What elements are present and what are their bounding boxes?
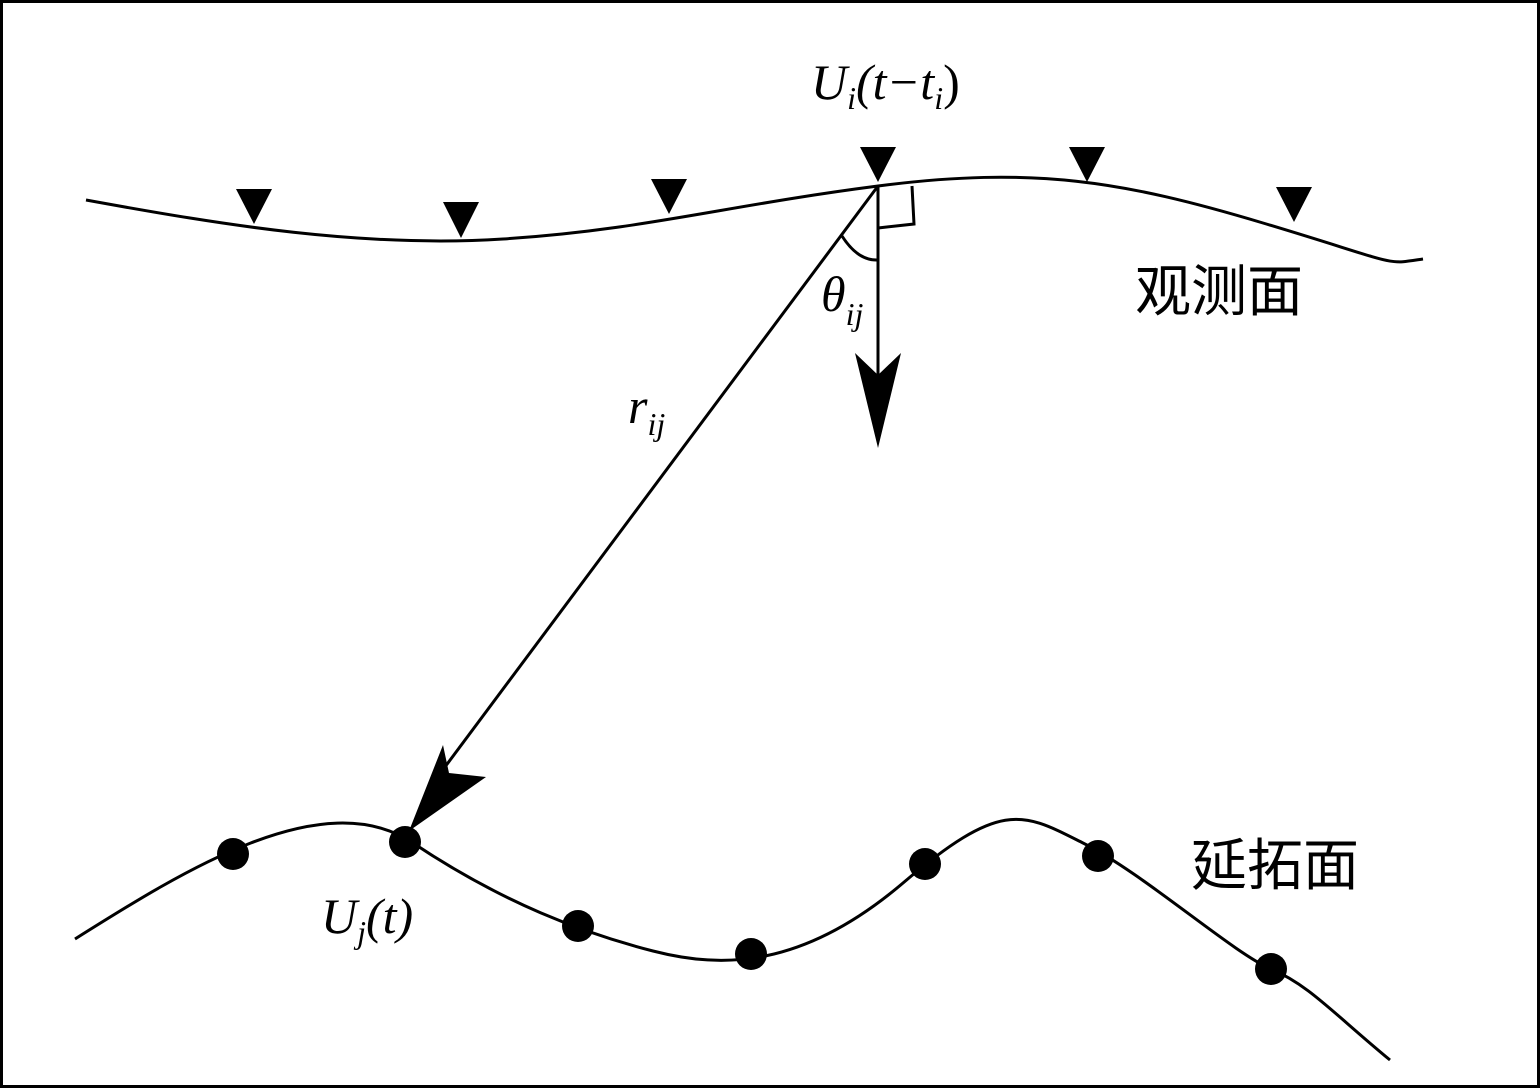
- diagram-canvas: Ui(t−ti) θij rij Uj(t) 观测面 延拓面: [74, 54, 1424, 1062]
- continuation-point-icon: [1255, 953, 1287, 985]
- distance-label: rij: [628, 378, 665, 442]
- observation-receivers: [236, 147, 1312, 238]
- angle-sub: ij: [846, 296, 864, 332]
- distance-ray: [431, 185, 880, 784]
- source-field-arg-open: (t−t: [856, 54, 935, 110]
- receiver-triangle-icon: [860, 147, 896, 182]
- observation-surface-curve: [85, 175, 1424, 264]
- source-field-label: Ui(t−ti): [811, 54, 960, 116]
- continuation-point-icon: [1082, 840, 1114, 872]
- continuation-point-icon: [735, 938, 767, 970]
- angle-arc: [840, 235, 879, 262]
- target-field-sub: j: [353, 914, 366, 950]
- continuation-point-icon: [909, 848, 941, 880]
- source-field-sub: i: [847, 80, 856, 116]
- continuation-point-icon: [562, 910, 594, 942]
- target-field-label: Uj(t): [321, 888, 413, 950]
- receiver-triangle-icon: [236, 189, 272, 224]
- source-field-main: U: [811, 54, 850, 110]
- source-field-arg-close: ): [943, 54, 960, 110]
- continuation-point-icon: [217, 838, 249, 870]
- distance-main: r: [628, 378, 648, 434]
- receiver-triangle-icon: [1276, 187, 1312, 222]
- normal-arrowhead-icon: [855, 353, 901, 448]
- right-angle-marker: [877, 185, 916, 230]
- continuation-surface-curve: [74, 817, 1391, 1062]
- receiver-triangle-icon: [1069, 147, 1105, 182]
- continuation-surface-label: 延拓面: [1191, 834, 1359, 899]
- target-field-main: U: [321, 888, 360, 944]
- angle-main: θ: [821, 266, 846, 322]
- continuation-point-icon: [389, 826, 421, 858]
- distance-arrowhead-icon: [409, 745, 486, 831]
- source-field-arg-sub: i: [934, 80, 943, 116]
- continuation-points: [217, 826, 1287, 985]
- distance-sub: ij: [647, 406, 665, 442]
- observation-surface-label: 观测面: [1135, 260, 1303, 325]
- target-field-arg: (t): [366, 888, 413, 944]
- angle-label: θij: [821, 266, 863, 332]
- receiver-triangle-icon: [443, 202, 479, 238]
- receiver-triangle-icon: [651, 179, 687, 214]
